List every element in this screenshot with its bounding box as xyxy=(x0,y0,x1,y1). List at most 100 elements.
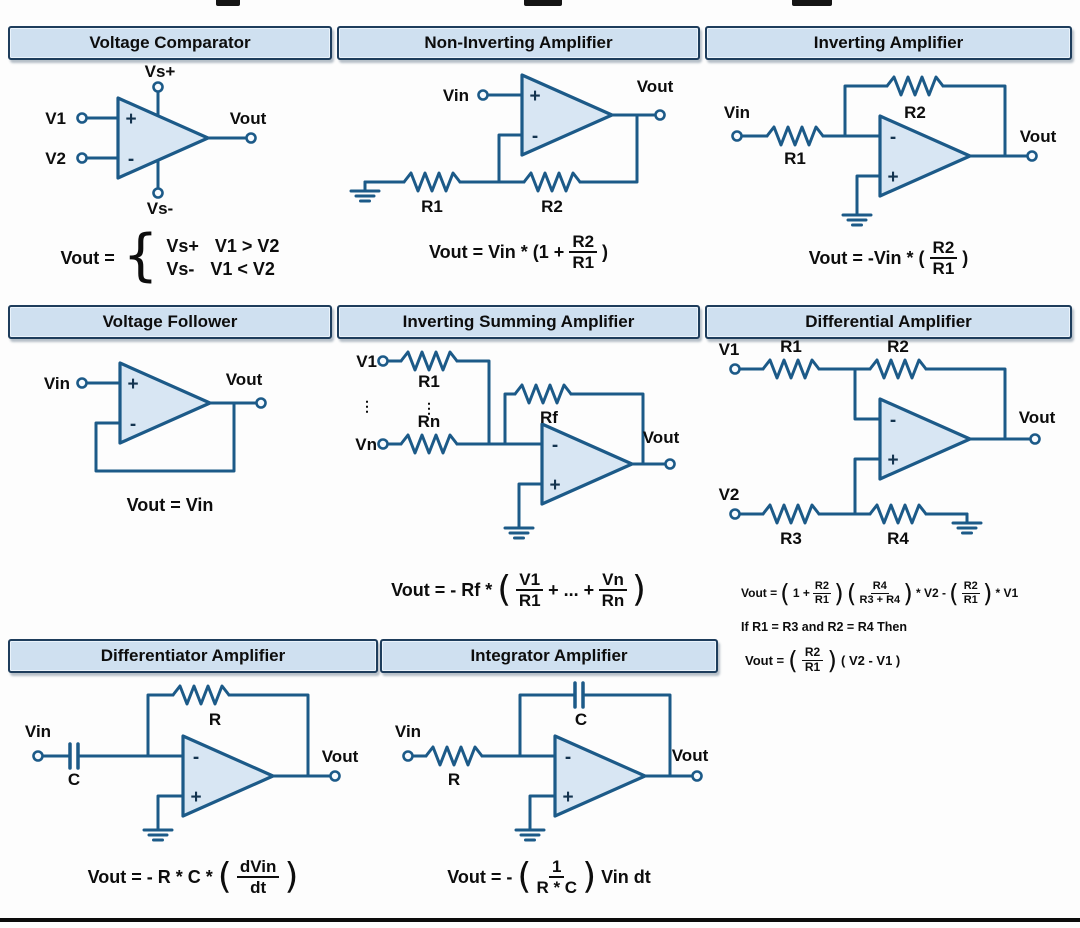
label-vs-minus: Vs- xyxy=(147,199,173,218)
label-r2: R2 xyxy=(887,339,909,356)
panel-title: Integrator Amplifier xyxy=(470,646,628,665)
fraction-denominator: Rn xyxy=(601,591,625,611)
panel-voltage-comparator: Voltage Comparator + - V1 V2 Vs+ Vs- Vou… xyxy=(8,26,332,286)
opamp-triangle xyxy=(116,96,210,180)
label-vin: Vin xyxy=(25,722,51,741)
wires xyxy=(385,359,667,521)
label-v1: V1 xyxy=(356,352,377,371)
label-r: R xyxy=(448,770,460,789)
formula-term: * V2 - xyxy=(915,586,946,601)
title-bar: Inverting Summing Amplifier xyxy=(337,305,700,339)
opamp-plus-input: + xyxy=(562,787,573,808)
non-inverting-formula: Vout = Vin * (1 + R2 R1 ) xyxy=(337,232,700,272)
panel-title: Differential Amplifier xyxy=(805,312,972,331)
resistor-r1 xyxy=(402,171,462,193)
fraction: R2 R1 xyxy=(569,232,598,272)
fraction-numerator: V1 xyxy=(516,570,544,592)
non-inverting-circuit: + - Vin Vout R1 R2 xyxy=(349,73,674,216)
fraction: R4 R3 + R4 xyxy=(860,580,901,606)
title-bar: Integrator Amplifier xyxy=(380,639,718,673)
opamp-triangle xyxy=(520,73,614,157)
formula-pre: Vout = - R * C * xyxy=(87,866,213,887)
opamp-minus-input: - xyxy=(128,149,134,170)
label-r4: R4 xyxy=(887,529,909,548)
panel-differentiator-amplifier: Differentiator Amplifier - + Vin C R Vou… xyxy=(8,639,378,897)
label-vout: Vout xyxy=(1019,408,1056,427)
panel-title: Inverting Summing Amplifier xyxy=(402,312,635,331)
terminal xyxy=(329,770,341,782)
label-rn: Rn xyxy=(418,412,441,431)
formula-rest: ( V2 - V1 ) xyxy=(841,652,901,668)
fraction: R2 R1 xyxy=(812,580,831,606)
fraction: V1 R1 xyxy=(516,570,544,611)
ellipsis-dots: ⋮ xyxy=(422,400,436,416)
fraction: dVin dt xyxy=(236,857,280,898)
differential-circuit: - + V1 R1 R2 V2 R3 R4 Vout xyxy=(719,339,1056,548)
opamp-triangle xyxy=(118,361,212,445)
formula-post: Vin dt xyxy=(601,866,651,887)
opamp-plus-input: + xyxy=(190,787,201,808)
terminal xyxy=(729,363,741,375)
fraction-numerator: dVin xyxy=(236,857,280,879)
fraction-denominator: R1 xyxy=(518,591,541,611)
panel-title: Non-Inverting Amplifier xyxy=(424,33,613,52)
ground-symbol xyxy=(503,517,535,540)
ground-symbol xyxy=(142,819,174,842)
fraction-denominator: R * C xyxy=(536,878,578,898)
terminal xyxy=(477,89,489,101)
label-c: C xyxy=(575,710,587,729)
panel-inverting-amplifier: Inverting Amplifier - + Vin R1 R2 Vout V… xyxy=(705,26,1072,278)
inverting-formula: Vout = -Vin * ( R2 R1 ) xyxy=(705,238,1072,278)
terminal xyxy=(245,132,257,144)
label-vout: Vout xyxy=(643,428,680,447)
label-c: C xyxy=(68,770,80,789)
label-r: R xyxy=(209,710,221,729)
fraction-denominator: R3 + R4 xyxy=(859,593,901,606)
label-vin: Vin xyxy=(395,722,421,741)
label-r1: R1 xyxy=(418,372,440,391)
fraction-numerator: R2 xyxy=(929,238,958,260)
opamp-minus-input: - xyxy=(130,414,136,435)
panel-integrator-amplifier: Integrator Amplifier - + Vin R C Vout Vo… xyxy=(380,639,718,897)
formula-pre: Vout = Vin * (1 + xyxy=(428,241,565,262)
label-r1: R1 xyxy=(784,149,806,168)
terminal xyxy=(76,377,88,389)
resistor-r xyxy=(171,684,231,706)
terminal xyxy=(76,112,88,124)
formula-pre: Vout = - xyxy=(447,866,513,887)
formula-brace: { xyxy=(122,223,159,288)
fraction-denominator: R1 xyxy=(932,259,955,279)
close-paren: ) xyxy=(582,856,597,898)
wires xyxy=(410,693,694,823)
panel-title: Voltage Comparator xyxy=(89,33,251,52)
formula-post: ) xyxy=(962,247,969,268)
close-paren: ) xyxy=(631,569,646,611)
terminal xyxy=(691,770,703,782)
opamp-plus-input: + xyxy=(887,167,898,188)
resistor-r2 xyxy=(868,358,928,380)
opamp-triangle xyxy=(540,422,634,506)
terminal xyxy=(152,187,164,199)
fraction-denominator: dt xyxy=(250,878,267,898)
label-r1: R1 xyxy=(421,197,443,216)
open-paren: ( xyxy=(217,856,232,898)
fraction-denominator: R1 xyxy=(963,593,978,606)
panel-non-inverting-amplifier: Non-Inverting Amplifier + - Vin Vout R1 … xyxy=(337,26,700,272)
label-r2: R2 xyxy=(541,197,563,216)
wires xyxy=(40,693,332,823)
terminal xyxy=(654,109,666,121)
wires xyxy=(363,93,657,184)
formula-lhs: Vout = xyxy=(741,586,778,601)
differentiator-circuit: - + Vin C R Vout xyxy=(25,684,359,842)
resistor-r4 xyxy=(868,503,928,525)
differential-formula-general: Vout = ( 1 + R2 R1 ) ( R4 R3 + R4 ) * V2… xyxy=(741,580,1072,606)
label-v2: V2 xyxy=(45,149,66,168)
differential-condition: If R1 = R3 and R2 = R4 Then xyxy=(741,620,908,635)
case-row: Vs+ V1 > V2 xyxy=(166,236,279,257)
opamp-minus-input: - xyxy=(565,747,571,768)
title-bar: Non-Inverting Amplifier xyxy=(337,26,700,60)
opamp-plus-input: + xyxy=(125,109,136,130)
wires xyxy=(84,90,248,190)
label-vout: Vout xyxy=(322,747,359,766)
voltage-follower-circuit: + - Vin Vout xyxy=(44,361,267,473)
